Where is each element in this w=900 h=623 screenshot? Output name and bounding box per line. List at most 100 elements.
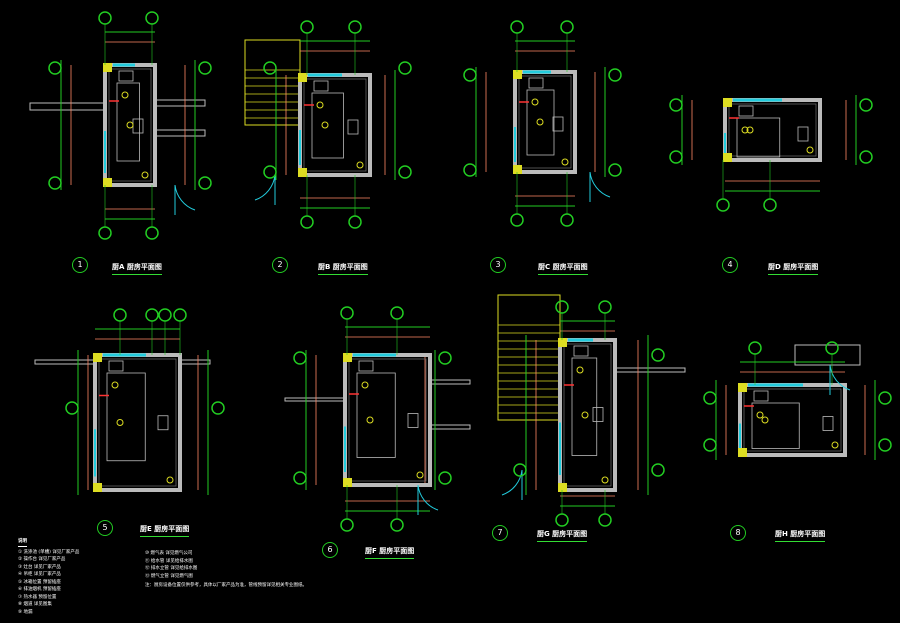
axis-bubble: [608, 68, 622, 82]
sink: [573, 345, 589, 357]
axis-bubble: [560, 213, 574, 227]
axis-bubble: [510, 213, 524, 227]
plan-title: 厨A 厨房平面图: [112, 262, 162, 275]
counter: [311, 92, 344, 159]
equipment-tag: [576, 366, 584, 374]
plan-number-bubble: 4: [722, 257, 738, 273]
sink: [738, 105, 754, 117]
counter: [526, 89, 555, 156]
counter: [751, 402, 800, 449]
structural-column: [93, 353, 102, 362]
axis-bubble: [113, 308, 127, 322]
equipment-tag: [581, 411, 589, 419]
counter: [106, 372, 146, 462]
sink: [528, 77, 544, 89]
axis-bubble: [390, 306, 404, 320]
sink: [753, 390, 769, 402]
stove: [132, 118, 144, 134]
door-swing: [174, 184, 196, 215]
structural-column: [738, 383, 747, 392]
equipment-tag: [761, 416, 769, 424]
axis-bubble: [598, 513, 612, 527]
wall-extension: [429, 424, 471, 430]
structural-column: [558, 483, 567, 492]
axis-bubble: [438, 471, 452, 485]
legend-item: ② 操作台 详见厂家产品: [18, 557, 66, 562]
axis-bubble: [293, 471, 307, 485]
structural-column: [343, 478, 352, 487]
equipment-tag: [416, 471, 424, 479]
stove: [552, 116, 564, 132]
axis-bubble: [878, 438, 892, 452]
axis-bubble: [65, 401, 79, 415]
legend-item: ① 洗涤池 (单槽) 详见厂家产品: [18, 549, 80, 555]
legend-item: ③ 灶台 详见厂家产品: [18, 564, 61, 570]
axis-bubble: [608, 163, 622, 177]
axis-bubble: [263, 61, 277, 75]
plan-number-bubble: 8: [730, 525, 746, 541]
legend-item: ⑩ 燃气表 详见燃气公司: [145, 551, 193, 556]
wall-inner-line: [108, 68, 152, 182]
plan-number-bubble: 3: [490, 257, 506, 273]
axis-bubble: [158, 308, 172, 322]
axis-bubble: [463, 163, 477, 177]
axis-bubble: [763, 198, 777, 212]
structural-column: [103, 178, 112, 187]
wall-extension: [154, 129, 206, 137]
plan-number-bubble: 7: [492, 525, 508, 541]
legend-item: ⑪ 给水管 详见给排水图: [145, 558, 193, 564]
equipment-tag: [356, 161, 364, 169]
wall-inner-line: [348, 358, 427, 482]
wall-inner-line: [98, 358, 177, 487]
wall-extension: [614, 367, 686, 373]
structural-column: [513, 165, 522, 174]
legend-note: 注：厨房设备位置仅供参考，具体以厂家产品为准，管线预留详见相关专业图纸。: [145, 583, 307, 588]
sink: [118, 70, 134, 82]
structural-column: [513, 70, 522, 79]
structural-column: [343, 353, 352, 362]
plan-title: 厨H 厨房平面图: [775, 529, 826, 542]
axis-bubble: [859, 150, 873, 164]
plan-number-bubble: 1: [72, 257, 88, 273]
stove: [157, 415, 169, 431]
door-swing: [254, 174, 276, 205]
legend-heading: 说明: [18, 538, 27, 547]
equipment-tag: [316, 101, 324, 109]
plan-title: 厨B 厨房平面图: [318, 262, 368, 275]
axis-bubble: [513, 463, 527, 477]
kitchen-wall: [93, 353, 182, 492]
legend-left: 说明 ① 洗涤池 (单槽) 详见厂家产品 ② 操作台 详见厂家产品 ③ 灶台 详见厂…: [18, 538, 79, 616]
equipment-tag: [806, 146, 814, 154]
axis-bubble: [398, 165, 412, 179]
axis-bubble: [198, 176, 212, 190]
axis-bubble: [48, 61, 62, 75]
wall-inner-line: [563, 343, 612, 487]
structural-column: [723, 153, 732, 162]
axis-bubble: [878, 391, 892, 405]
structural-column: [558, 338, 567, 347]
plan-title: 厨C 厨房平面图: [538, 262, 588, 275]
stove: [797, 126, 809, 142]
axis-bubble: [651, 348, 665, 362]
equipment-tag: [126, 121, 134, 129]
wall-extension: [179, 359, 211, 365]
equipment-tag: [121, 91, 129, 99]
plan-number-bubble: 5: [97, 520, 113, 536]
axis-bubble: [48, 176, 62, 190]
plan-title: 厨G 厨房平面图: [537, 529, 588, 542]
sink: [358, 360, 374, 372]
legend-item: ⑥ 排油烟机 预留插座: [18, 587, 61, 592]
axis-bubble: [463, 68, 477, 82]
counter: [116, 82, 140, 162]
counter: [736, 117, 781, 158]
axis-bubble: [703, 391, 717, 405]
legend-item: ⑨ 地漏: [18, 609, 33, 615]
equipment-tag: [831, 441, 839, 449]
equipment-tag: [601, 476, 609, 484]
axis-bubble: [510, 20, 524, 34]
axis-bubble: [173, 308, 187, 322]
door-swing: [417, 484, 439, 515]
